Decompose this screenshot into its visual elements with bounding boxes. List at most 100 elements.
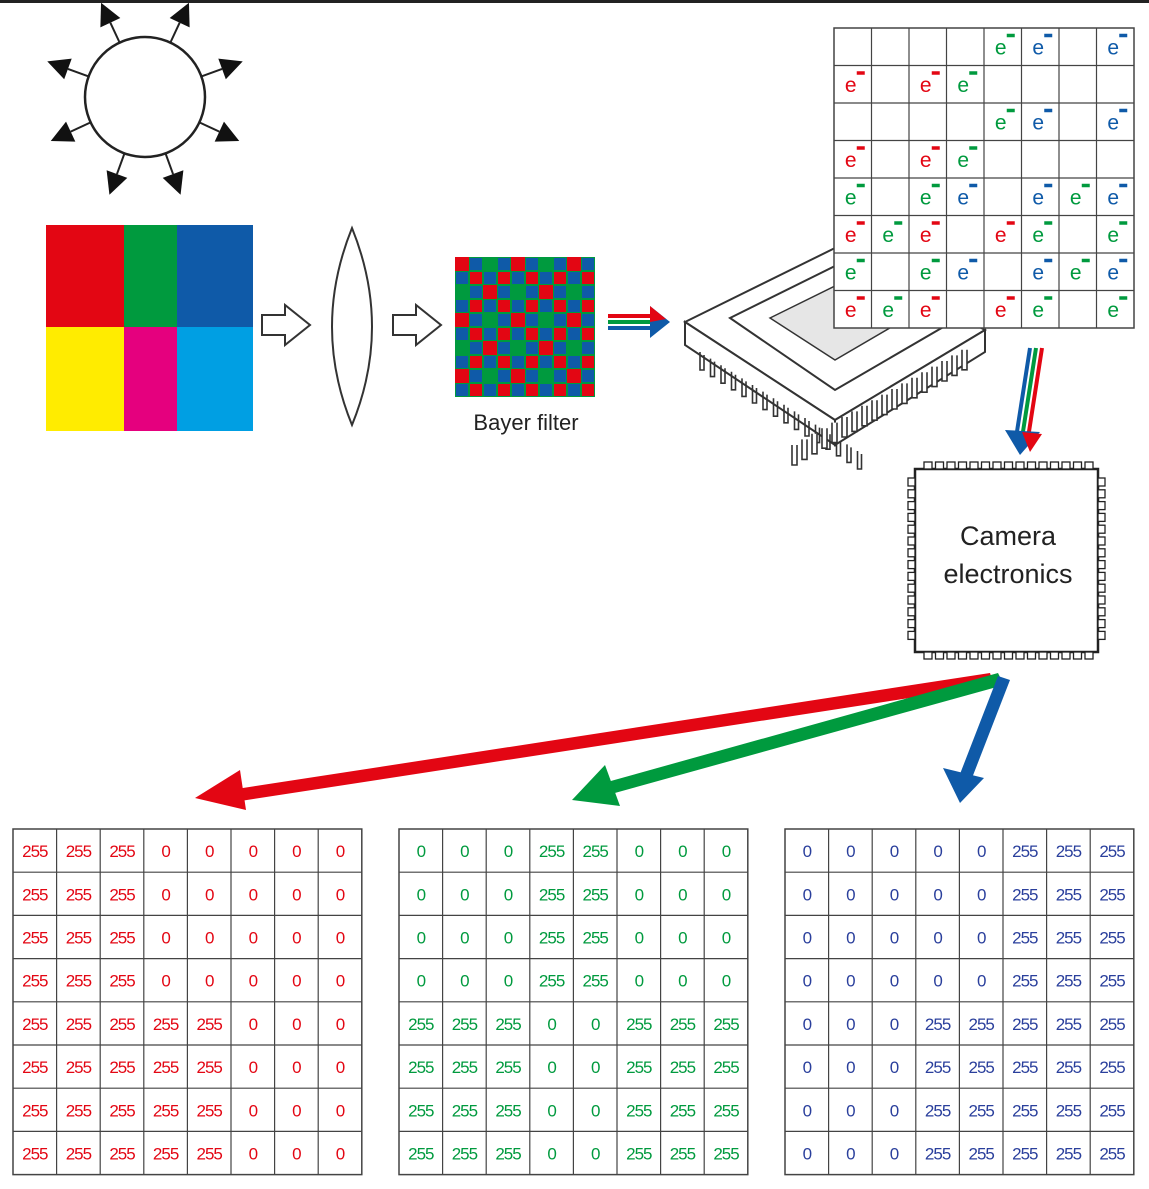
channel-value-cell: 255 — [1012, 885, 1038, 904]
channel-value-cell: 0 — [205, 972, 214, 991]
electron-minus-sign — [969, 146, 978, 150]
electron-minus-sign — [1119, 183, 1128, 188]
channel-value-cell: 255 — [408, 1058, 434, 1077]
camera-electronics-chip: Camera electronics — [907, 461, 1106, 660]
electron-symbol: e — [1107, 224, 1119, 247]
channel-value-cell: 255 — [66, 1101, 92, 1120]
electron-minus-sign — [931, 258, 940, 263]
electronics-pin — [1097, 583, 1106, 593]
sun-ray — [169, 22, 181, 44]
sun-disc — [83, 35, 207, 159]
electronics-pin — [1015, 461, 1025, 470]
bayer-pixel — [540, 272, 552, 284]
channel-value-cell: 0 — [292, 1058, 301, 1077]
sun-ray-arrowhead — [106, 170, 128, 195]
channel-value-cell: 0 — [803, 972, 812, 991]
bayer-pixel — [456, 272, 468, 284]
channel-value-cell: 0 — [336, 1015, 345, 1034]
channel-value-cell: 0 — [292, 972, 301, 991]
bayer-pixel — [554, 272, 566, 284]
chip-pin — [931, 366, 938, 388]
bayer-pixel — [511, 341, 525, 355]
bayer-pixel — [498, 258, 510, 270]
bayer-pixel — [512, 300, 524, 312]
channel-value-cell: 0 — [336, 972, 345, 991]
electron-symbol: e — [957, 149, 969, 172]
chip-pin — [851, 411, 858, 433]
chip-pin — [841, 417, 848, 438]
bayer-pixel — [539, 369, 553, 383]
bayer-pixel — [526, 370, 538, 382]
electron-symbol: e — [957, 186, 969, 209]
electron-minus-sign — [856, 146, 865, 150]
channel-value-cell: 255 — [408, 1015, 434, 1034]
green-channel-arrow — [572, 673, 1004, 806]
sun-ray — [164, 153, 174, 175]
electron-minus-sign — [1006, 33, 1015, 38]
channel-value-cell: 255 — [22, 842, 48, 861]
chip-pin — [941, 361, 948, 382]
channel-value-cell: 255 — [109, 972, 135, 991]
bayer-pixel — [512, 328, 524, 340]
channel-value-cell: 0 — [846, 1015, 855, 1034]
bayer-pixel — [582, 356, 594, 368]
bayer-pixel — [498, 370, 510, 382]
electron-symbol: e — [1107, 36, 1119, 59]
channel-value-cell: 255 — [626, 1015, 652, 1034]
electronics-pin — [934, 461, 945, 470]
channel-value-cell: 255 — [1012, 1015, 1038, 1034]
channel-value-cell: 0 — [678, 929, 687, 948]
bayer-pixel — [470, 328, 482, 340]
channel-value-cell: 0 — [292, 1145, 301, 1164]
sun-ray-arrowhead — [47, 58, 72, 80]
bayer-pixel — [470, 286, 482, 298]
channel-value-cell: 0 — [249, 1145, 258, 1164]
electronics-pin — [1084, 651, 1094, 660]
bayer-pixel — [554, 342, 566, 354]
channel-value-cell: 255 — [197, 1101, 223, 1120]
channel-value-cell: 255 — [66, 842, 92, 861]
channel-value-cell: 255 — [22, 1015, 48, 1034]
channel-value-cell: 255 — [1012, 929, 1038, 948]
electron-minus-sign — [1006, 221, 1015, 225]
electron-symbol: e — [845, 299, 857, 322]
electron-symbol: e — [1107, 299, 1119, 322]
chip-pin — [804, 418, 810, 437]
chip-pin — [821, 428, 828, 449]
chip-pin — [741, 378, 747, 398]
channel-value-cell: 255 — [22, 1101, 48, 1120]
electron-symbol: e — [1032, 36, 1044, 59]
channel-value-cell: 0 — [846, 972, 855, 991]
chip-pin — [791, 445, 798, 466]
red-channel-arrow — [195, 673, 994, 810]
electronics-pin — [1097, 630, 1106, 641]
channel-value-cell: 0 — [591, 1101, 600, 1120]
bayer-pixel — [582, 384, 594, 396]
channel-value-cell: 0 — [933, 972, 942, 991]
electron-minus-sign — [1119, 221, 1128, 225]
channel-value-cell: 255 — [495, 1145, 521, 1164]
electron-minus-sign — [1081, 183, 1090, 188]
electronics-pin — [992, 461, 1002, 470]
channel-value-cell: 255 — [969, 1058, 995, 1077]
electronics-pin — [1003, 651, 1014, 660]
electron-minus-sign — [1119, 296, 1128, 300]
channel-value-cell: 0 — [417, 885, 426, 904]
electronics-pin — [1097, 571, 1106, 582]
channel-value-cell: 255 — [109, 1015, 135, 1034]
electron-minus-sign — [969, 183, 978, 188]
channel-value-cell: 255 — [583, 885, 609, 904]
electronics-pin — [1003, 461, 1014, 470]
bayer-pixel — [554, 328, 566, 340]
channel-value-cell: 255 — [1056, 885, 1082, 904]
electron-symbol: e — [1107, 186, 1119, 209]
channel-value-cell: 255 — [1099, 885, 1125, 904]
channel-value-cell: 0 — [591, 1015, 600, 1034]
channel-value-cell: 255 — [495, 1015, 521, 1034]
electronics-pin — [1072, 651, 1083, 660]
channel-value-cell: 0 — [547, 1058, 556, 1077]
electron-minus-sign — [894, 296, 903, 300]
channel-value-cell: 0 — [336, 1058, 345, 1077]
bayer-pixel — [582, 370, 594, 382]
channel-value-cell: 0 — [890, 1101, 899, 1120]
